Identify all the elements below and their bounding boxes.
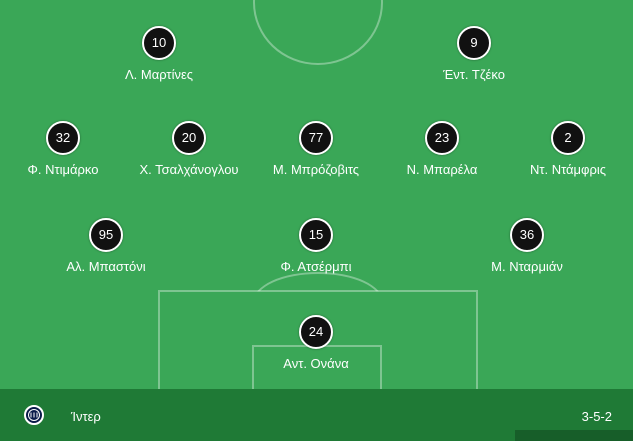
team-name[interactable]: Ίντερ: [71, 409, 101, 424]
formation-label: 3-5-2: [581, 409, 612, 424]
player-name: Έντ. Τζέκο: [443, 67, 505, 82]
footer-tab: [515, 430, 633, 441]
player-number: 10: [142, 26, 176, 60]
player-marker[interactable]: 23 Ν. Μπαρέλα: [362, 121, 522, 177]
player-name: Μ. Μπρόζοβιτς: [272, 162, 360, 177]
player-marker[interactable]: 9 Έντ. Τζέκο: [394, 26, 554, 82]
player-name: Αντ. Ονάνα: [283, 356, 349, 371]
player-name: Χ. Τσαλχάνογλου: [139, 162, 239, 177]
player-name: Ντ. Ντάμφρις: [529, 162, 607, 177]
player-number: 32: [46, 121, 80, 155]
player-number: 9: [457, 26, 491, 60]
player-number: 2: [551, 121, 585, 155]
player-marker[interactable]: 15 Φ. Ατσέρμπι: [236, 218, 396, 274]
player-number: 24: [299, 315, 333, 349]
player-number: 23: [425, 121, 459, 155]
player-marker[interactable]: 10 Λ. Μαρτίνες: [79, 26, 239, 82]
player-number: 15: [299, 218, 333, 252]
player-number: 36: [510, 218, 544, 252]
pitch: 10 Λ. Μαρτίνες 9 Έντ. Τζέκο 32 Φ. Ντιμάρ…: [0, 0, 633, 405]
player-name: Φ. Ντιμάρκο: [27, 162, 99, 177]
center-circle: [253, 0, 383, 65]
player-number: 95: [89, 218, 123, 252]
inter-crest-icon[interactable]: [24, 405, 44, 425]
player-name: Μ. Νταρμιάν: [491, 259, 563, 274]
player-marker[interactable]: 77 Μ. Μπρόζοβιτς: [236, 121, 396, 177]
player-marker[interactable]: 36 Μ. Νταρμιάν: [447, 218, 607, 274]
player-marker[interactable]: 2 Ντ. Ντάμφρις: [488, 121, 633, 177]
player-name: Λ. Μαρτίνες: [124, 67, 194, 82]
player-name: Ν. Μπαρέλα: [406, 162, 478, 177]
player-marker[interactable]: 32 Φ. Ντιμάρκο: [0, 121, 143, 177]
player-name: Φ. Ατσέρμπι: [280, 259, 352, 274]
player-number: 77: [299, 121, 333, 155]
player-name: Αλ. Μπαστόνι: [66, 259, 146, 274]
player-marker[interactable]: 20 Χ. Τσαλχάνογλου: [109, 121, 269, 177]
player-marker[interactable]: 24 Αντ. Ονάνα: [236, 315, 396, 371]
player-number: 20: [172, 121, 206, 155]
player-marker[interactable]: 95 Αλ. Μπαστόνι: [26, 218, 186, 274]
